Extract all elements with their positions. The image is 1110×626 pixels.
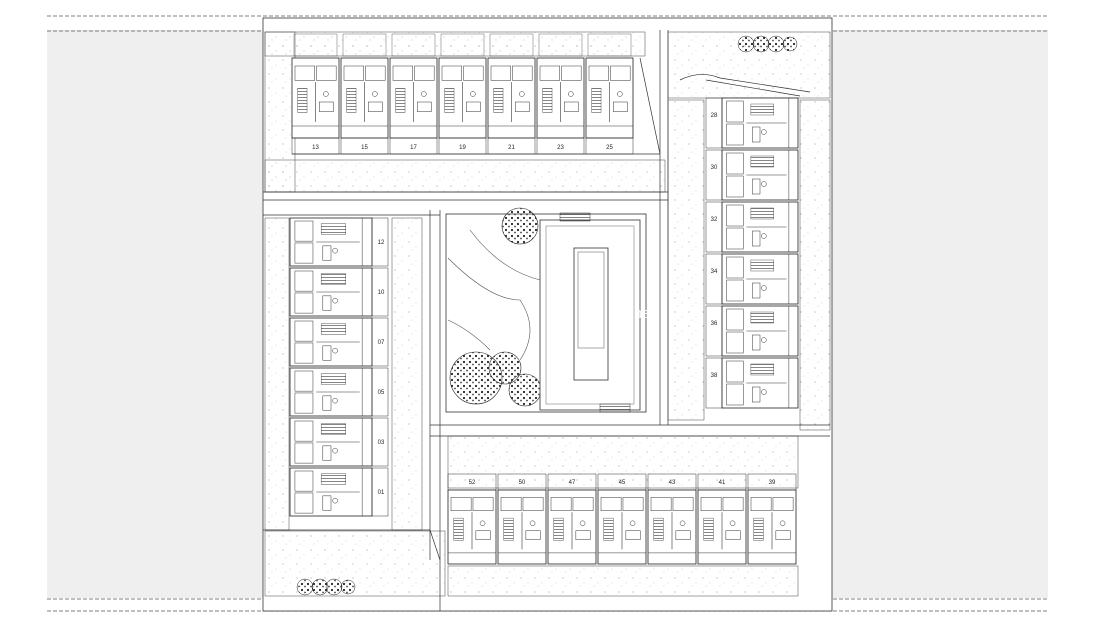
unit-number-label: 15 — [361, 145, 368, 151]
unit-19 — [438, 57, 487, 139]
unit-47 — [547, 489, 597, 565]
unit-25 — [585, 57, 634, 139]
unit-number-label: 50 — [519, 480, 526, 486]
side-panel-right — [832, 30, 1048, 598]
unit-number-label: 17 — [410, 145, 417, 151]
unit-36 — [721, 305, 799, 357]
paths — [263, 30, 830, 611]
unit-39 — [747, 489, 797, 565]
units-top-row: 13 15 17 19 21 23 25 — [291, 33, 661, 155]
unit-23 — [536, 57, 585, 139]
unit-number-label: 38 — [711, 373, 718, 379]
unit-number-label: 19 — [459, 145, 466, 151]
units-bottom-row: 52 50 47 45 43 41 39 — [447, 473, 797, 565]
unit-07 — [289, 317, 373, 367]
side-panel-left — [47, 30, 263, 598]
unit-32 — [721, 201, 799, 253]
unit-number-label: 10 — [378, 290, 385, 296]
unit-number-label: 34 — [711, 269, 718, 275]
unit-number-label: 41 — [719, 480, 726, 486]
unit-number-label: 52 — [469, 480, 476, 486]
trees-top-right — [737, 35, 798, 53]
unit-10 — [289, 267, 373, 317]
unit-number-label: 28 — [711, 113, 718, 119]
unit-number-label: 36 — [711, 321, 718, 327]
unit-number-label: 39 — [769, 480, 776, 486]
unit-number-label: 47 — [569, 480, 576, 486]
unit-number-label: 01 — [378, 490, 385, 496]
unit-15 — [340, 57, 389, 139]
unit-number-label: 05 — [378, 390, 385, 396]
unit-05 — [289, 367, 373, 417]
unit-number-label: 07 — [378, 340, 385, 346]
unit-17 — [389, 57, 438, 139]
unit-21 — [487, 57, 536, 139]
pool-area — [539, 212, 641, 413]
unit-01 — [289, 467, 373, 517]
unit-50 — [497, 489, 547, 565]
unit-43 — [647, 489, 697, 565]
units-left-column: 12 10 07 05 03 01 — [289, 217, 389, 517]
unit-28 — [721, 97, 799, 149]
unit-number-label: 32 — [711, 217, 718, 223]
unit-45 — [597, 489, 647, 565]
unit-number-label: 45 — [619, 480, 626, 486]
unit-number-label: 12 — [378, 240, 385, 246]
trees-bottom-left — [296, 578, 356, 596]
unit-number-label: 43 — [669, 480, 676, 486]
unit-13 — [291, 57, 340, 139]
unit-30 — [721, 149, 799, 201]
unit-12 — [289, 217, 373, 267]
unit-34 — [721, 253, 799, 305]
units-right-column: 28 30 32 34 36 38 — [705, 79, 801, 409]
unit-number-label: 23 — [557, 145, 564, 151]
unit-number-label: 25 — [606, 145, 613, 151]
unit-38 — [721, 357, 799, 409]
unit-number-label: 21 — [508, 145, 515, 151]
unit-number-label: 13 — [312, 145, 319, 151]
unit-41 — [697, 489, 747, 565]
unit-03 — [289, 417, 373, 467]
watermark: rhone — [612, 305, 650, 322]
unit-number-label: 03 — [378, 440, 385, 446]
unit-number-label: 30 — [711, 165, 718, 171]
unit-52 — [447, 489, 497, 565]
